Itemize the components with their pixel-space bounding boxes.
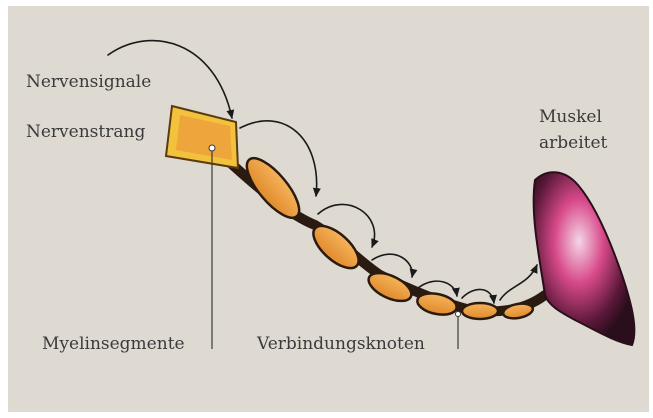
myelin-segments (238, 151, 533, 321)
label-junction-nodes: Verbindungsknoten (257, 333, 425, 355)
label-muscle-line2: arbeitet (539, 132, 607, 154)
label-myelin-segments: Myelinsegmente (42, 333, 185, 355)
myelin-segment (502, 302, 534, 321)
myelin-segment (415, 290, 458, 318)
label-nerve-signals: Nervensignale (26, 71, 151, 93)
myelin-segment (306, 219, 365, 276)
myelin-segment (365, 267, 416, 306)
signal-arrows (108, 41, 537, 303)
signal-arrow (500, 265, 537, 300)
myelin-segment (462, 303, 498, 319)
label-nerve-strand: Nervenstrang (26, 121, 145, 143)
muscle (534, 172, 635, 345)
myelin-segment (238, 151, 307, 226)
label-muscle-line1: Muskel (539, 106, 602, 128)
signal-arrow (462, 289, 494, 303)
